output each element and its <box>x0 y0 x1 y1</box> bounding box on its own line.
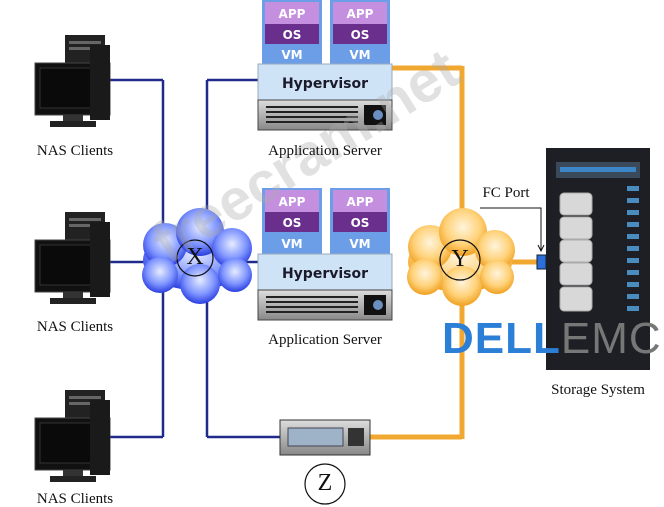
fc-port-pointer <box>480 207 542 250</box>
nas-clients-label: NAS Clients <box>36 319 114 335</box>
vm-app-label: APP <box>347 7 374 21</box>
fc-port-label: FC Port <box>482 185 530 201</box>
device-z-switch-icon <box>279 419 371 456</box>
cloud-x-label: X <box>186 244 204 270</box>
nas-client-2-computer-icon <box>34 211 111 305</box>
vm-app-label: APP <box>347 195 374 209</box>
nas-client-3-computer-icon <box>34 389 111 483</box>
vm-app-label: APP <box>279 195 306 209</box>
app-server-label: Application Server <box>268 143 382 159</box>
hypervisor-label: Hypervisor <box>282 76 368 92</box>
cloud-x-icon <box>142 208 252 304</box>
nas-client-1-computer-icon <box>34 34 111 128</box>
device-z-label: Z <box>317 470 333 496</box>
app-server-1 <box>257 0 393 131</box>
nas-clients-label: NAS Clients <box>36 491 114 507</box>
vm-label: VM <box>281 48 302 62</box>
vm-os-label: OS <box>283 28 302 42</box>
vm-label: VM <box>349 237 370 251</box>
vm-label: VM <box>349 48 370 62</box>
app-server-2 <box>257 188 393 321</box>
vm-os-label: OS <box>351 28 370 42</box>
vm-os-label: OS <box>351 216 370 230</box>
storage-system-icon <box>546 148 650 370</box>
hypervisor-label: Hypervisor <box>282 266 368 282</box>
fc-port-icon <box>536 254 547 270</box>
app-server-label: Application Server <box>268 332 382 348</box>
cloud-y-icon <box>407 208 515 306</box>
dell-emc-logo: DELLEMC <box>442 314 662 363</box>
storage-system-label: Storage System <box>551 382 645 398</box>
nas-clients-label: NAS Clients <box>36 143 114 159</box>
cloud-y-label: Y <box>451 246 469 272</box>
vm-label: VM <box>281 237 302 251</box>
vm-app-label: APP <box>279 7 306 21</box>
vm-os-label: OS <box>283 216 302 230</box>
